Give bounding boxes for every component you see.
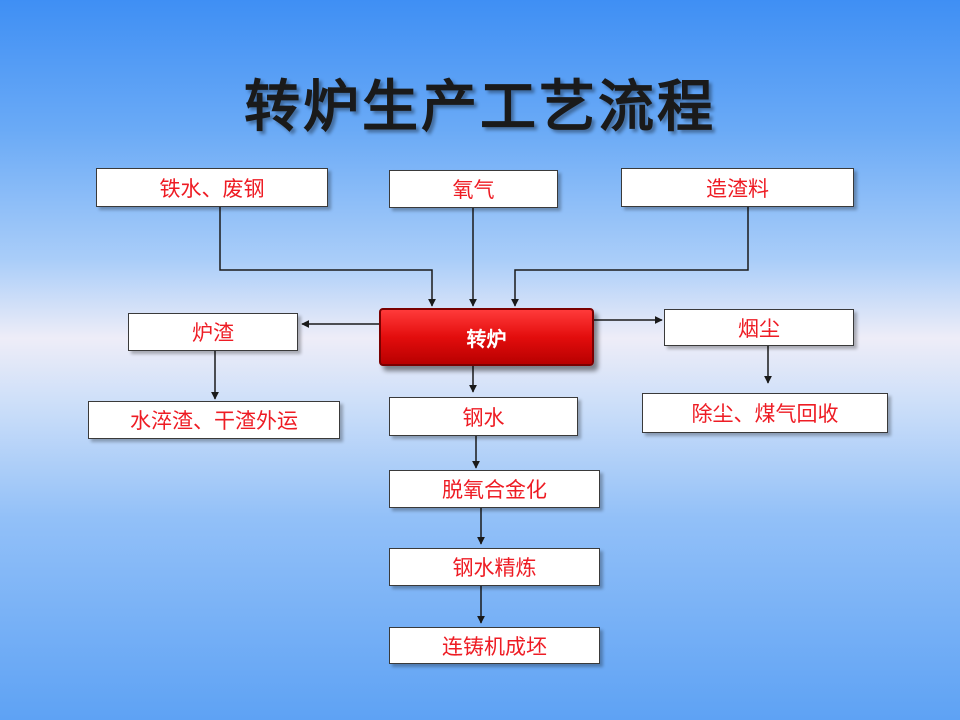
arrow-iron-scrap-to-converter [219, 207, 436, 307]
node-converter: 转炉 [379, 308, 594, 366]
node-deoxidation-alloying: 脱氧合金化 [389, 470, 600, 508]
node-oxygen: 氧气 [389, 170, 558, 208]
node-furnace-slag: 炉渣 [128, 313, 298, 351]
node-dust-gas-recovery: 除尘、煤气回收 [642, 393, 888, 433]
node-casting: 连铸机成坯 [389, 627, 600, 664]
node-iron-scrap: 铁水、废钢 [96, 168, 328, 207]
node-refining: 钢水精炼 [389, 548, 600, 586]
node-slag-former: 造渣料 [621, 168, 854, 207]
page-title: 转炉生产工艺流程 [244, 75, 716, 140]
node-molten-steel: 钢水 [389, 397, 578, 436]
arrow-slag-former-to-converter [511, 207, 749, 307]
node-slag-handling: 水淬渣、干渣外运 [88, 401, 340, 439]
node-flue-dust: 烟尘 [664, 309, 854, 346]
